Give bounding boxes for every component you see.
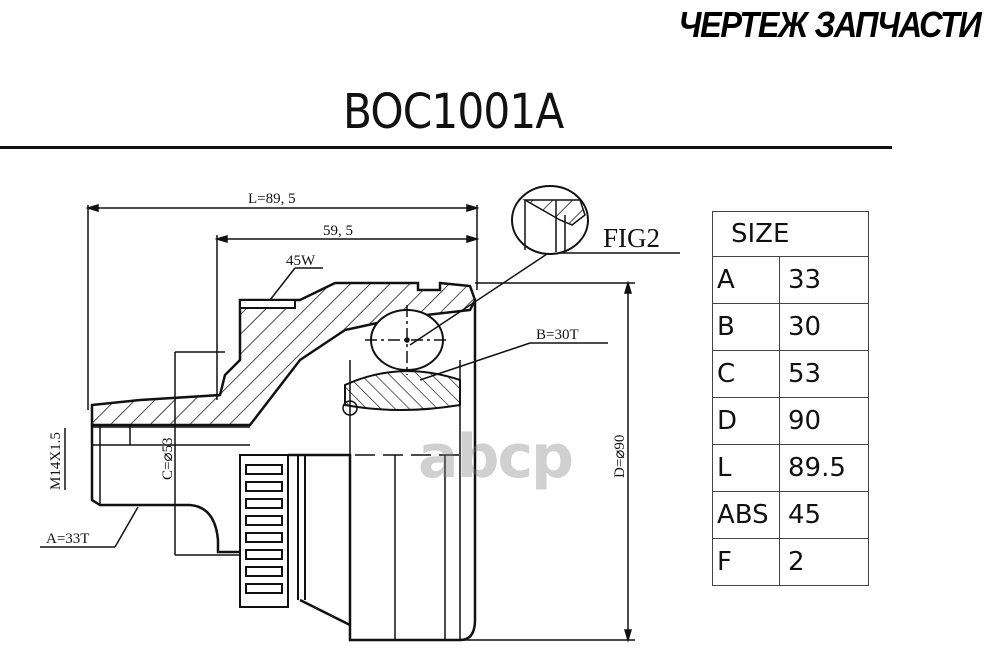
- shaft-stub: [90, 425, 250, 554]
- ball-bearing: [365, 305, 450, 375]
- label-spline-outer: B=30T: [536, 327, 579, 343]
- size-value: 90: [779, 397, 869, 445]
- label-diameter-d: D=⌀90: [612, 435, 628, 478]
- label-length-total: L=89, 5: [248, 191, 296, 207]
- size-value: 45: [779, 491, 869, 539]
- label-thread: M14X1.5: [48, 432, 64, 490]
- abs-tone-ring: [239, 454, 306, 608]
- fig2-detail: [511, 185, 680, 255]
- size-value: 89.5: [779, 444, 869, 492]
- page-header-title: ЧЕРТЕЖ ЗАПЧАСТИ: [678, 4, 981, 45]
- label-fig2: FIG2: [603, 223, 660, 253]
- size-key: D: [712, 397, 780, 445]
- dimension-length-inner: [214, 234, 480, 400]
- label-abs-ring: 45W: [286, 253, 316, 269]
- title-divider: [0, 146, 892, 149]
- dimension-length-total: [85, 203, 480, 410]
- size-value: 33: [779, 256, 869, 304]
- size-key: F: [712, 538, 780, 586]
- size-key: B: [712, 303, 780, 351]
- size-key: L: [712, 444, 780, 492]
- size-value: 2: [779, 538, 869, 586]
- part-number-title: BOC1001A: [343, 84, 564, 140]
- inner-race-section: [344, 370, 461, 411]
- size-key: ABS: [712, 491, 780, 539]
- label-length-inner: 59, 5: [323, 223, 353, 239]
- watermark-logo: abcp: [418, 422, 574, 492]
- housing-body: [288, 300, 477, 642]
- label-diameter-c: C=⌀53: [160, 438, 176, 481]
- size-key: A: [712, 256, 780, 304]
- size-table-header: SIZE: [712, 211, 869, 257]
- size-value: 30: [779, 303, 869, 351]
- size-value: 53: [779, 350, 869, 398]
- label-spline-inner: A=33T: [46, 531, 89, 547]
- size-key: C: [712, 350, 780, 398]
